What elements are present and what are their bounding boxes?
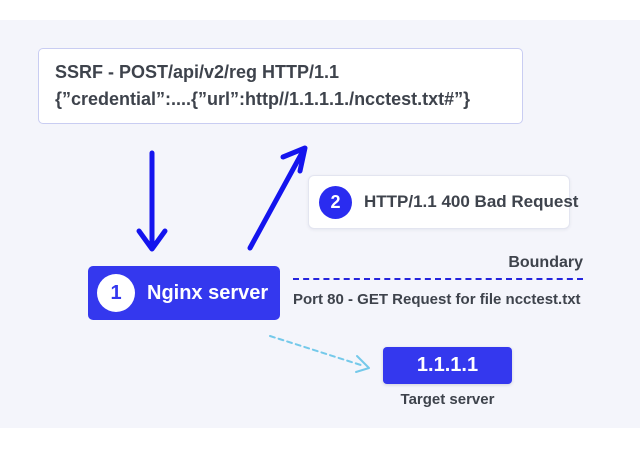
step-1-badge: 1	[97, 274, 135, 312]
boundary-label: Boundary	[508, 254, 583, 271]
target-ip-label: 1.1.1.1	[416, 354, 479, 376]
step-2-badge: 2	[319, 185, 352, 219]
target-server-caption: Target server	[400, 391, 495, 408]
target-server-box: 1.1.1.1	[383, 347, 512, 384]
ssrf-request-line-1: SSRF - POST/api/v2/reg HTTP/1.1	[55, 62, 340, 82]
ssrf-request-box: SSRF - POST/api/v2/reg HTTP/1.1 {”creden…	[38, 48, 523, 124]
boundary-dashed-line	[293, 278, 583, 280]
ssrf-request-line-2: {”credential”:....{”url”:http//1.1.1.1./…	[55, 89, 471, 109]
nginx-server-label: Nginx server	[147, 281, 269, 304]
bad-request-label: HTTP/1.1 400 Bad Request	[364, 192, 579, 211]
step-1-number: 1	[110, 281, 122, 304]
bad-request-box: 2 HTTP/1.1 400 Bad Request	[308, 175, 578, 229]
port-80-label: Port 80 - GET Request for file ncctest.t…	[293, 291, 581, 308]
step-2-number: 2	[330, 191, 341, 212]
nginx-server-box: 1 Nginx server	[88, 266, 280, 320]
